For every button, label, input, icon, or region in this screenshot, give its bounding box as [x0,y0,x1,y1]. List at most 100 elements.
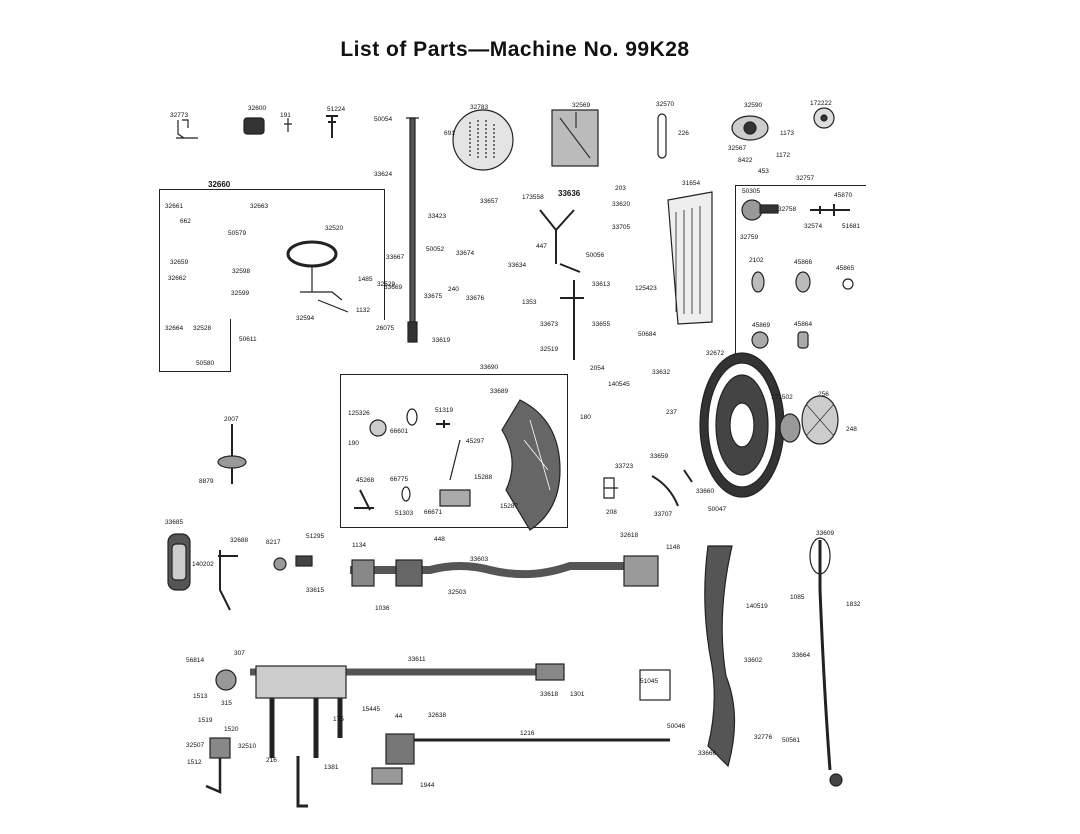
part-number-33632: 33632 [652,369,671,376]
part-number-44: 44 [395,713,403,720]
part-number-33674: 33674 [456,250,475,257]
part-number-50056: 50056 [586,252,605,259]
part-number-32520: 32520 [325,225,344,232]
part-number-1832: 1832 [846,601,861,608]
group-box-50305 [735,185,866,366]
part-51224-drawing [326,115,338,138]
part-number-8422: 8422 [738,157,753,164]
part-number-32660: 32660 [208,180,231,189]
part-number-33655: 33655 [592,321,611,328]
part-number-171502: 171502 [771,394,793,401]
part-number-33603: 33603 [470,556,489,563]
part-number-32598: 32598 [232,268,251,275]
part-number-1353: 1353 [522,299,537,306]
part-number-32567: 32567 [728,145,747,152]
part-number-1485: 1485 [358,276,373,283]
part-number-191: 191 [280,112,291,119]
part-number-15288: 15288 [474,474,493,481]
part-number-45869: 45869 [752,322,771,329]
part-number-33707: 33707 [654,511,673,518]
part-number-125423: 125423 [635,285,657,292]
part-number-51224: 51224 [327,106,346,113]
part-number-51319: 51319 [435,407,454,414]
part-number-32600: 32600 [248,105,267,112]
part-number-26075: 26075 [376,325,395,332]
part-number-45864: 45864 [794,321,813,328]
part-number-32529: 32529 [377,281,396,288]
part-33603-drawing [350,562,630,579]
part-32570-drawing [657,113,667,159]
part-number-32757: 32757 [796,175,815,182]
part-32783-drawing [452,109,514,171]
part-number-45268: 45268 [356,477,375,484]
part-number-50052: 50052 [426,246,445,253]
part-number-1381: 1381 [324,764,339,771]
part-number-1512: 1512 [187,759,202,766]
part-number-33659: 33659 [650,453,669,460]
part-125423-drawing [667,191,713,325]
part-number-240: 240 [448,286,459,293]
part-number-662: 662 [180,218,191,225]
part-number-248: 248 [846,426,857,433]
part-33664-drawing [818,540,832,771]
part-number-32776: 32776 [754,734,773,741]
part-number-50580: 50580 [196,360,215,367]
part-number-33615: 33615 [306,587,325,594]
part-number-32783: 32783 [470,104,489,111]
part-number-125326: 125326 [348,410,370,417]
part-number-32507: 32507 [186,742,205,749]
part-number-51303: 51303 [395,510,414,517]
part-number-50579: 50579 [228,230,247,237]
part-number-1173: 1173 [780,130,794,137]
part-number-15287: 15287 [500,503,519,510]
part-number-33634: 33634 [508,262,527,269]
part-number-66775: 66775 [390,476,409,483]
part-number-33673: 33673 [540,321,559,328]
part-number-50054: 50054 [374,116,393,123]
part-number-1944: 1944 [420,782,435,789]
part-number-33705: 33705 [612,224,631,231]
part-number-45865: 45865 [836,265,855,272]
group-box-33690 [340,374,568,528]
part-number-15445: 15445 [362,706,381,713]
part-number-1520: 1520 [224,726,239,733]
part-number-2102: 2102 [749,257,764,264]
part-number-32659: 32659 [170,259,189,266]
part-number-32773: 32773 [170,112,189,119]
part-number-33723: 33723 [615,463,634,470]
part-number-1519: 1519 [198,717,213,724]
part-number-1132: 1132 [356,307,370,314]
part-number-140519: 140519 [746,603,768,610]
part-number-32688: 32688 [230,537,249,544]
part-number-140202: 140202 [192,561,214,568]
part-number-33676: 33676 [466,295,485,302]
part-number-1513: 1513 [193,693,208,700]
part-number-32661: 32661 [165,203,184,210]
part-number-51295: 51295 [306,533,325,540]
part-number-216: 216 [266,757,277,764]
part-number-180: 180 [580,414,591,421]
part-number-315: 315 [221,700,232,707]
part-number-1301: 1301 [570,691,585,698]
part-number-190: 190 [348,440,359,447]
part-number-33685: 33685 [165,519,184,526]
part-number-50561: 50561 [782,737,801,744]
part-number-691: 691 [444,130,455,137]
part-number-175: 175 [333,716,344,723]
part-number-32672: 32672 [706,350,725,357]
part-number-31654: 31654 [682,180,701,187]
part-33689-drawing [501,399,561,531]
part-number-32599: 32599 [231,290,250,297]
part-number-33613: 33613 [592,281,611,288]
part-number-32618: 32618 [620,532,639,539]
part-number-1216: 1216 [520,730,535,737]
part-number-256: 256 [818,391,829,398]
part-number-50684: 50684 [638,331,657,338]
part-number-33660: 33660 [696,488,715,495]
part-number-203: 203 [615,185,626,192]
part-number-32662: 32662 [168,275,187,282]
part-number-45866: 45866 [794,259,813,266]
part-number-33690: 33690 [480,364,499,371]
part-number-66671: 66671 [424,509,443,516]
